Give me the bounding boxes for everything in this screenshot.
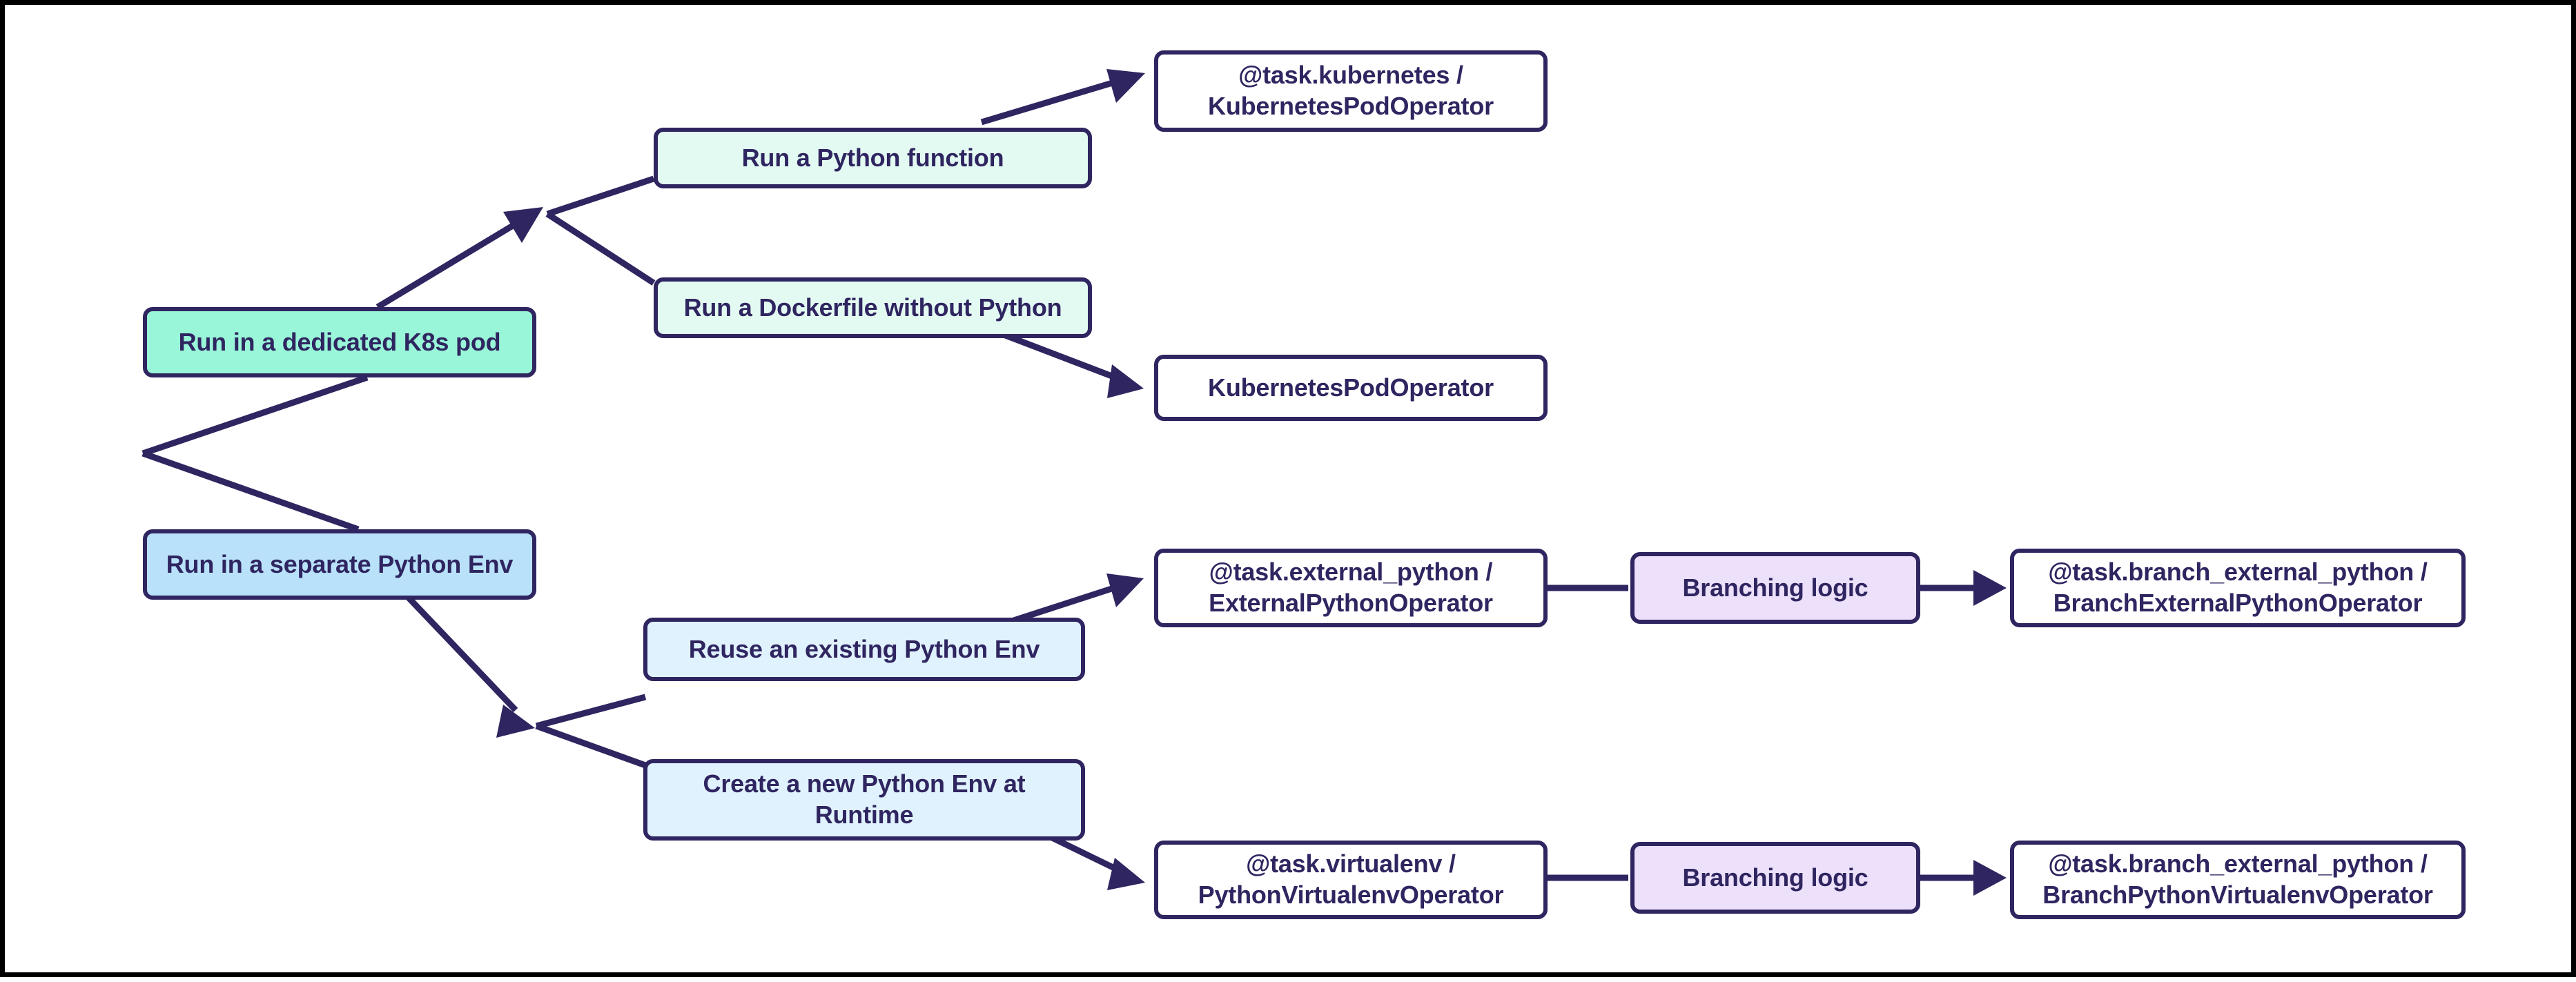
node-run-in-dedicated-k8s-pod[interactable]: Run in a dedicated K8s pod: [143, 307, 536, 377]
node-label: @task.branch_external_python / BranchPyt…: [2042, 850, 2433, 909]
edge-k8s-pod-to-split: [375, 211, 534, 310]
node-label: KubernetesPodOperator: [1208, 373, 1494, 402]
node-run-a-dockerfile-without-python[interactable]: Run a Dockerfile without Python: [654, 277, 1092, 338]
node-label: Reuse an existing Python Env: [688, 634, 1040, 663]
node-kubernetes-pod-operator[interactable]: KubernetesPodOperator: [1154, 355, 1548, 421]
node-branching-logic-bottom[interactable]: Branching logic: [1630, 842, 1920, 914]
node-label: @task.kubernetes / KubernetesPodOperator: [1208, 61, 1494, 120]
node-label: Run a Dockerfile without Python: [683, 293, 1062, 322]
edge-split-to-reuse-env: [535, 694, 647, 729]
node-label: Branching logic: [1682, 573, 1868, 602]
edge-split-to-create-env: [535, 723, 647, 769]
edge-root-to-separate-python-env: [142, 450, 360, 533]
arrowhead-kubernetes-pod-operator: [1107, 364, 1144, 398]
arrowhead-task-external-python: [1106, 573, 1144, 607]
node-run-a-python-function[interactable]: Run a Python function: [654, 128, 1092, 188]
arrowhead-task-virtualenv: [1107, 858, 1145, 890]
edge-split-to-dockerfile: [545, 211, 656, 286]
flow-edges-layer: [142, 69, 2007, 896]
node-create-a-new-python-env-at-runtime[interactable]: Create a new Python Env at Runtime: [643, 759, 1085, 841]
arrowhead-branch-external-python: [1973, 570, 2007, 606]
node-label: Branching logic: [1682, 863, 1868, 892]
node-label: Run in a separate Python Env: [166, 549, 514, 578]
arrowhead-task-kubernetes: [1106, 69, 1145, 103]
node-label: @task.virtualenv / PythonVirtualenvOpera…: [1198, 850, 1504, 909]
node-label: Create a new Python Env at Runtime: [703, 769, 1026, 829]
edge-root-to-k8s-pod: [142, 374, 369, 457]
node-branch-python-virtualenv-operator[interactable]: @task.branch_external_python / BranchPyt…: [2010, 841, 2466, 919]
edge-split-to-python-function: [546, 175, 655, 217]
node-task-external-python-operator[interactable]: @task.external_python / ExternalPythonOp…: [1154, 549, 1548, 627]
node-task-virtualenv-operator[interactable]: @task.virtualenv / PythonVirtualenvOpera…: [1154, 841, 1548, 919]
node-branch-external-python-operator[interactable]: @task.branch_external_python / BranchExt…: [2010, 549, 2466, 627]
arrowhead-env-split: [496, 705, 535, 738]
node-label: @task.branch_external_python / BranchExt…: [2048, 558, 2428, 617]
node-label: Run in a dedicated K8s pod: [178, 327, 501, 356]
node-label: @task.external_python / ExternalPythonOp…: [1209, 558, 1493, 617]
node-branching-logic-top[interactable]: Branching logic: [1630, 552, 1920, 624]
arrowhead-k8s-split: [503, 207, 543, 243]
node-task-kubernetes-operator[interactable]: @task.kubernetes / KubernetesPodOperator: [1154, 50, 1548, 132]
edge-python-function-to-task-kubernetes: [980, 75, 1130, 126]
node-label: Run a Python function: [741, 143, 1004, 172]
node-run-in-separate-python-env[interactable]: Run in a separate Python Env: [143, 529, 536, 600]
node-reuse-an-existing-python-env[interactable]: Reuse an existing Python Env: [643, 618, 1085, 681]
arrowhead-branch-python-virtualenv: [1973, 860, 2007, 896]
